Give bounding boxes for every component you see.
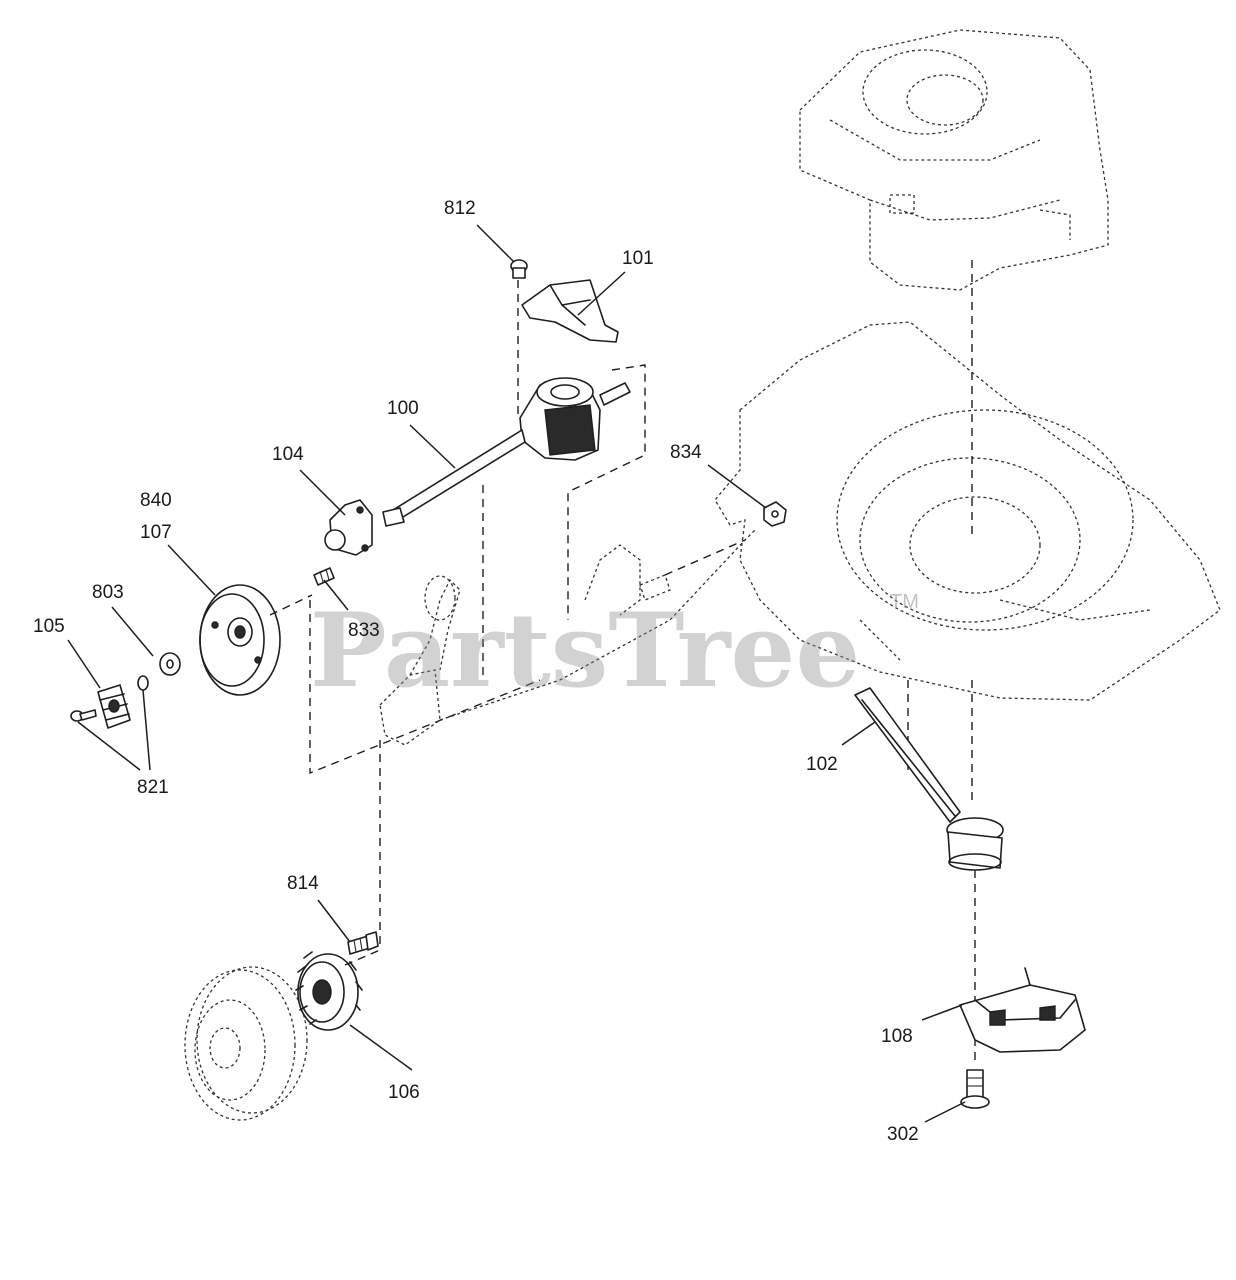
- axle-box-line: [309, 600, 541, 775]
- transmission-axle: [382, 377, 631, 527]
- leader-lines: [67, 224, 966, 1123]
- part-labels: 812 101 100 104 840 107 803 105 833 821 …: [33, 198, 919, 1145]
- gear-washers: [70, 675, 149, 722]
- spring-screw: [313, 567, 335, 586]
- wheel-bolt: [347, 931, 379, 955]
- wheel-tire: [184, 966, 308, 1121]
- pinion-gear: [97, 684, 131, 729]
- label-821[interactable]: 821: [137, 777, 169, 798]
- blade-bolt: [960, 1069, 990, 1109]
- label-840[interactable]: 840: [140, 490, 172, 511]
- label-106[interactable]: 106: [388, 1082, 420, 1103]
- label-812[interactable]: 812: [444, 198, 476, 219]
- watermark-trademark: TM: [890, 591, 919, 613]
- pulley-washer: [159, 652, 181, 676]
- engine-outline: [799, 29, 1109, 291]
- label-102[interactable]: 102: [806, 754, 838, 775]
- label-100[interactable]: 100: [387, 398, 419, 419]
- label-101[interactable]: 101: [622, 248, 654, 269]
- deck-nut: [763, 501, 787, 527]
- label-302[interactable]: 302: [887, 1124, 919, 1145]
- blade-adapter: [959, 967, 1086, 1053]
- bracket-cover: [521, 279, 619, 343]
- label-814[interactable]: 814: [287, 873, 319, 894]
- drive-belt: [854, 687, 1004, 871]
- height-adjuster-frame: [379, 529, 756, 746]
- label-833[interactable]: 833: [348, 620, 380, 641]
- label-834[interactable]: 834: [670, 442, 702, 463]
- pulley-axis-line: [269, 594, 313, 616]
- watermark: PartsTree: [310, 591, 860, 711]
- label-803[interactable]: 803: [92, 582, 124, 603]
- label-105[interactable]: 105: [33, 616, 65, 637]
- label-107[interactable]: 107: [140, 522, 172, 543]
- axle-bushing: [324, 499, 373, 556]
- wheel-gear: [295, 951, 363, 1031]
- bolt-axis-line: [344, 949, 381, 966]
- deck-axis-line: [664, 539, 746, 576]
- bracket-screw: [510, 259, 528, 279]
- drive-pulley: [199, 584, 281, 696]
- label-104[interactable]: 104: [272, 444, 304, 465]
- mower-deck: [714, 321, 1221, 701]
- label-108[interactable]: 108: [881, 1026, 913, 1047]
